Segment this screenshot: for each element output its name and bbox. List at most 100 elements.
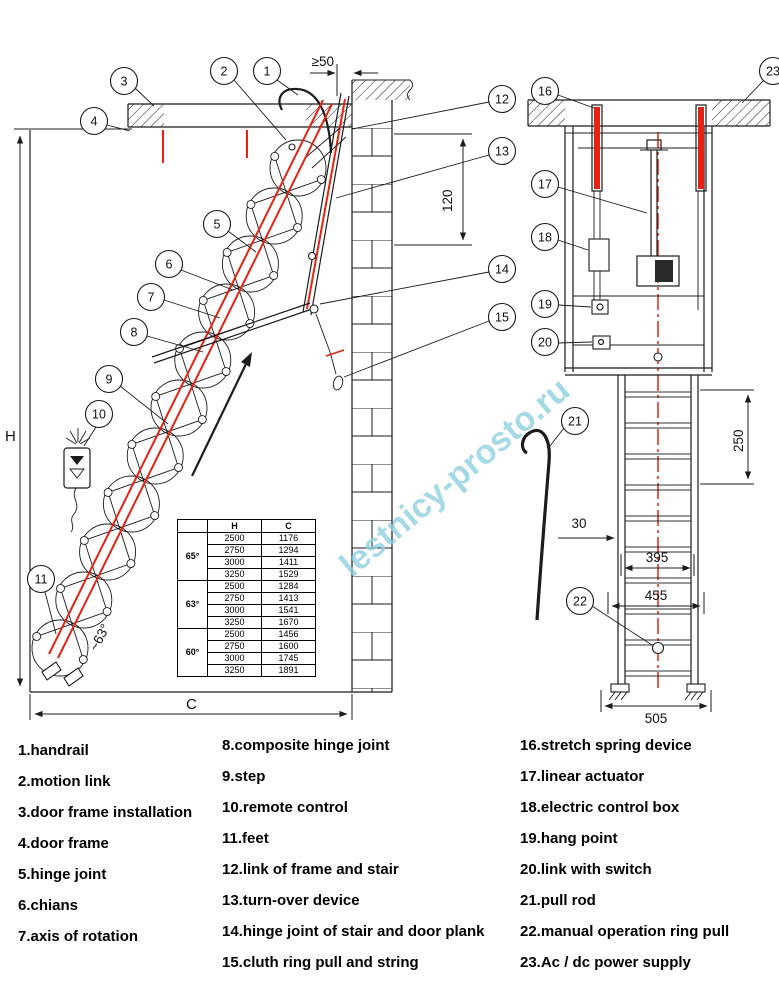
right-front-view: 250 30 395 455 505 (520, 99, 771, 726)
electric-control-box (588, 238, 610, 272)
brick-wall (351, 79, 413, 692)
svg-text:22: 22 (573, 595, 587, 609)
handrail-curve (278, 87, 333, 154)
motion-link-pivot (288, 143, 296, 151)
svg-text:7: 7 (148, 291, 155, 305)
rail-feet (608, 683, 706, 701)
value-cell: 2500 (207, 580, 262, 593)
left-side-view: H C ≥50 120 (5, 54, 472, 720)
callout-12: 12 (351, 84, 517, 130)
folded-unit-frame (564, 126, 713, 376)
pull-rod (520, 428, 551, 621)
pull-string-and-ring (315, 313, 345, 391)
value-cell: 2750 (207, 544, 262, 557)
legend-column-3: 16.stretch spring device 17.linear actua… (520, 737, 770, 985)
callout-19: 19 (530, 289, 592, 319)
callout-2: 2 (209, 56, 287, 141)
value-cell: 1176 (261, 532, 316, 545)
legend-item-19: 19.hang point (520, 830, 618, 847)
callout-8: 8 (119, 317, 204, 353)
legend-item-22: 22.manual operation ring pull (520, 923, 730, 940)
legend-item-20: 20.link with switch (520, 861, 652, 878)
legend-item-7: 7.axis of rotation (18, 928, 139, 945)
min-gap-dimension: ≥50 (310, 54, 378, 96)
dim-455: 455 (607, 588, 705, 614)
value-cell: 1294 (261, 544, 316, 557)
frame-depth-dimension: 120 (394, 133, 472, 246)
legend-item-11: 11.feet (222, 830, 269, 847)
value-cell: 1541 (261, 604, 316, 617)
value-cell: 1284 (261, 580, 316, 593)
angle-cell: 60° (177, 628, 208, 677)
legend-item-23: 23.Ac / dc power supply (520, 954, 691, 971)
legend-column-2: 8.composite hinge joint 9.step 10.remote… (222, 737, 520, 985)
dim-30: 30 (558, 516, 615, 542)
table-corner-cell (177, 519, 208, 533)
height-label: H (5, 428, 16, 445)
legend-item-17: 17.linear actuator (520, 768, 645, 785)
legend-column-1: 1.handrail 2.motion link 3.door frame in… (18, 737, 222, 985)
center-hole (653, 352, 663, 362)
angle-cell: 63° (177, 580, 208, 629)
technical-drawing: H C ≥50 120 (5, 54, 779, 726)
legend-item-15: 15.cluth ring pull and string (222, 954, 419, 971)
legend-item-4: 4.door frame (18, 835, 109, 852)
link-with-switch (592, 335, 611, 350)
value-cell: 3000 (207, 604, 262, 617)
value-cell: 1411 (261, 556, 316, 569)
callout-18: 18 (530, 222, 589, 252)
chain-red-lines (48, 99, 333, 659)
angle-cell: 65° (177, 532, 208, 581)
table-header-h: H (207, 519, 262, 533)
svg-text:4: 4 (91, 115, 98, 129)
callout-21: 21 (549, 406, 590, 447)
parts-legend: 1.handrail 2.motion link 3.door frame in… (0, 737, 779, 985)
door-plank (302, 92, 350, 316)
callout-6: 6 (154, 249, 234, 291)
value-cell: 2500 (207, 532, 262, 545)
callout-15: 15 (343, 302, 517, 378)
callout-9: 9 (94, 364, 169, 425)
svg-text:3: 3 (121, 75, 128, 89)
svg-text:19: 19 (538, 298, 552, 312)
svg-text:6: 6 (166, 258, 173, 272)
svg-text:5: 5 (214, 218, 221, 232)
dim-505-label: 505 (645, 711, 668, 726)
dim-395: 395 (620, 550, 695, 576)
callout-5: 5 (202, 209, 257, 253)
dim-30-label: 30 (571, 516, 586, 531)
width-label: C (186, 696, 197, 713)
callout-17: 17 (530, 169, 648, 214)
stretch-springs (591, 104, 707, 310)
legend-item-8: 8.composite hinge joint (222, 737, 390, 754)
legend-item-3: 3.door frame installation (18, 804, 193, 821)
svg-text:15: 15 (495, 311, 509, 325)
value-cell: 1600 (261, 640, 316, 653)
svg-text:8: 8 (131, 326, 138, 340)
manual-ring-pull (651, 641, 665, 655)
value-cell: 2750 (207, 640, 262, 653)
dim-395-label: 395 (646, 550, 669, 565)
legend-item-6: 6.chians (18, 897, 79, 914)
remote-control (63, 428, 91, 533)
svg-text:14: 14 (495, 263, 509, 277)
value-cell: 2750 (207, 592, 262, 605)
dim-250: 250 (700, 389, 754, 485)
value-cell: 3000 (207, 556, 262, 569)
callout-3: 3 (109, 66, 155, 107)
ladder-feet (41, 661, 84, 687)
callouts: 1 2 3 4 5 6 7 8 9 10 11 12 13 14 15 16 1… (26, 56, 779, 646)
legend-item-1: 1.handrail (18, 742, 89, 759)
width-dimension: C (29, 694, 353, 720)
legend-item-2: 2.motion link (18, 773, 111, 790)
callout-13: 13 (335, 136, 517, 199)
